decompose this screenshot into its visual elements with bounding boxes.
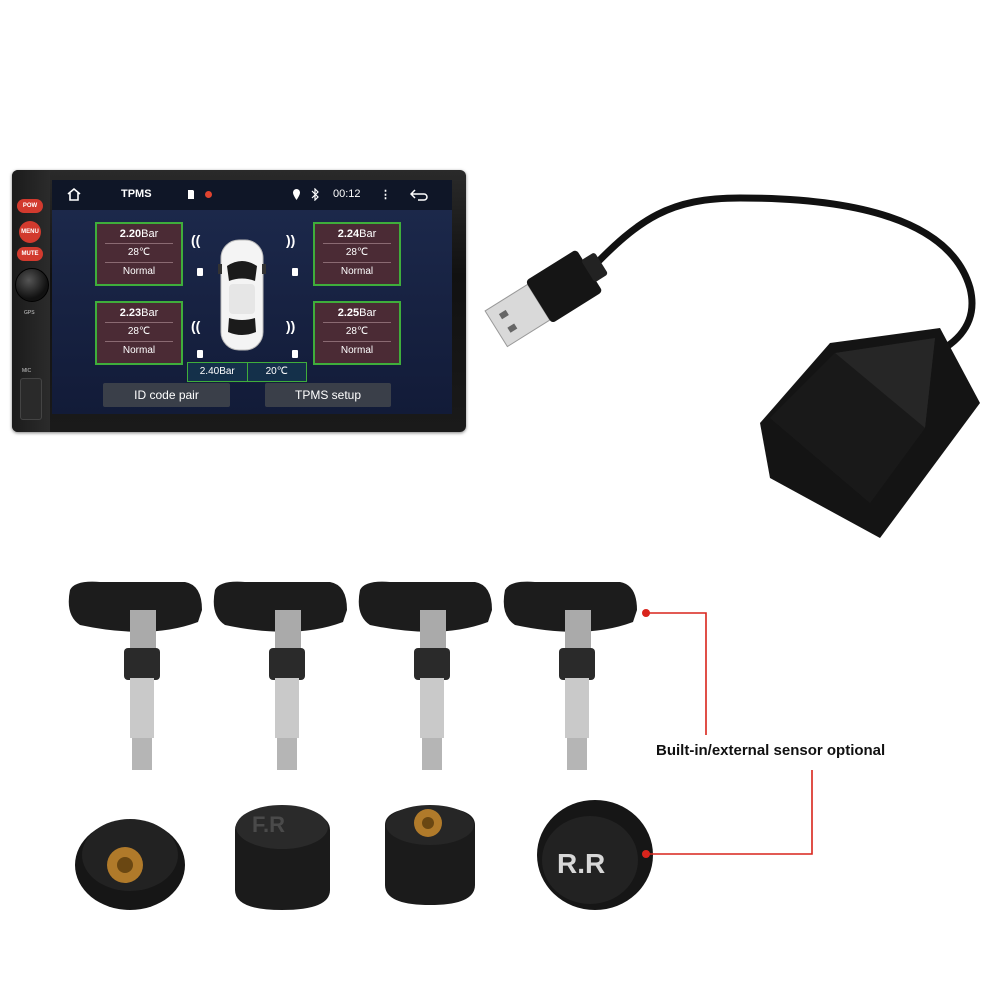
tire-status: Normal <box>122 266 156 277</box>
pressure-unit: Bar <box>141 228 159 240</box>
home-icon[interactable] <box>66 187 82 202</box>
volume-knob[interactable] <box>15 268 49 302</box>
tire-box-front-right: 2.24Bar 28℃ Normal <box>313 222 401 286</box>
more-options-icon[interactable]: ⋮ <box>380 189 391 201</box>
signal-wave-icon: (( <box>191 318 201 334</box>
temperature-value: 28℃ <box>345 326 369 337</box>
battery-icon <box>292 268 298 276</box>
id-code-pair-button[interactable]: ID code pair <box>103 383 230 407</box>
sd-card-icon <box>188 190 194 199</box>
pressure-unit: Bar <box>359 307 377 319</box>
tire-box-rear-left: 2.23Bar 28℃ Normal <box>95 301 183 365</box>
spare-tire-readout: 2.40Bar 20℃ <box>187 362 307 382</box>
temperature-value: 28℃ <box>127 247 151 258</box>
battery-icon <box>197 268 203 276</box>
tire-status: Normal <box>340 266 374 277</box>
tire-status: Normal <box>340 345 374 356</box>
signal-wave-icon: )) <box>286 318 296 334</box>
gps-label: GPS <box>24 310 35 316</box>
spare-pressure: 2.40Bar <box>199 366 235 377</box>
pressure-value: 2.20 <box>119 228 142 240</box>
temperature-value: 28℃ <box>127 326 151 337</box>
sensor-option-caption: Built-in/external sensor optional <box>656 742 886 759</box>
mute-button[interactable]: MUTE <box>17 247 43 261</box>
notification-dot-icon <box>205 191 212 198</box>
tire-box-front-left: 2.20Bar 28℃ Normal <box>95 222 183 286</box>
clock-time: 00:12 <box>333 188 361 200</box>
tire-box-rear-right: 2.25Bar 28℃ Normal <box>313 301 401 365</box>
usb-receiver <box>484 194 980 538</box>
usb-port-slot <box>20 378 42 420</box>
pow-button[interactable]: POW <box>17 199 43 213</box>
signal-wave-icon: )) <box>286 232 296 248</box>
cap-label-rr: R.R <box>557 848 606 879</box>
tire-status: Normal <box>122 345 156 356</box>
status-bar: TPMS 00:12 ⋮ <box>52 180 452 210</box>
pressure-value: 2.25 <box>337 307 360 319</box>
battery-icon <box>197 350 203 358</box>
spare-temperature: 20℃ <box>246 363 307 381</box>
screen-title: TPMS <box>121 188 152 200</box>
pressure-value: 2.23 <box>119 307 142 319</box>
valve-sensor <box>68 581 202 770</box>
signal-wave-icon: (( <box>191 232 201 248</box>
temperature-value: 28℃ <box>345 247 369 258</box>
cap-label-fr: F.R <box>252 812 285 837</box>
back-icon[interactable] <box>410 188 428 201</box>
cap-sensors-row <box>75 800 653 910</box>
bluetooth-off-icon <box>311 188 319 201</box>
tpms-setup-button[interactable]: TPMS setup <box>265 383 391 407</box>
callout-lines <box>642 609 813 858</box>
menu-button[interactable]: MENU <box>19 221 41 243</box>
pressure-unit: Bar <box>359 228 377 240</box>
pressure-value: 2.24 <box>337 228 360 240</box>
mic-label: MIC <box>22 368 32 374</box>
location-pin-icon <box>293 189 300 200</box>
pressure-unit: Bar <box>141 307 159 319</box>
car-top-view-icon <box>218 239 266 351</box>
battery-icon <box>292 350 298 358</box>
valve-sensors-row <box>68 581 637 770</box>
